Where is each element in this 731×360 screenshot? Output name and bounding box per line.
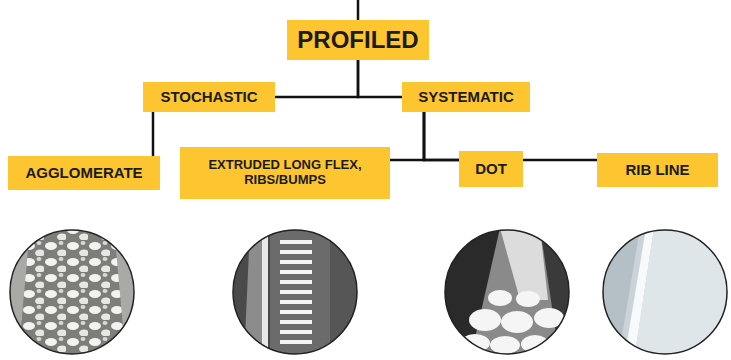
box-label: DOT — [475, 160, 507, 177]
tree-connector — [275, 60, 358, 97]
photo-frame — [233, 230, 357, 354]
category-box: STOCHASTIC — [143, 82, 275, 112]
tree-connector — [152, 112, 155, 156]
box-label: PROFILED — [297, 26, 418, 54]
tree-connector — [390, 112, 424, 160]
photo-frame — [445, 230, 569, 354]
box-label: STOCHASTIC — [160, 88, 257, 105]
box-label: AGGLOMERATE — [25, 164, 142, 181]
type-box: AGGLOMERATE — [8, 156, 160, 190]
tree-connector — [358, 60, 402, 97]
top-stub-line — [357, 0, 360, 22]
box-label: RIB LINE — [625, 161, 689, 178]
box-label: EXTRUDED LONG FLEX, RIBS/BUMPS — [190, 158, 380, 188]
dot-photo — [440, 228, 575, 360]
agglomerate-photo — [8, 228, 138, 360]
photo-frame — [10, 230, 134, 354]
type-box: DOT — [459, 151, 523, 187]
type-box: RIB LINE — [597, 153, 718, 187]
root-box: PROFILED — [287, 20, 429, 60]
category-box: SYSTEMATIC — [402, 82, 530, 112]
rib-line-photo — [600, 228, 730, 360]
photo-frame — [603, 230, 727, 354]
box-label: SYSTEMATIC — [418, 88, 514, 105]
type-box: EXTRUDED LONG FLEX, RIBS/BUMPS — [180, 147, 390, 199]
tree-connector — [424, 112, 459, 160]
extruded-photo — [230, 228, 360, 360]
